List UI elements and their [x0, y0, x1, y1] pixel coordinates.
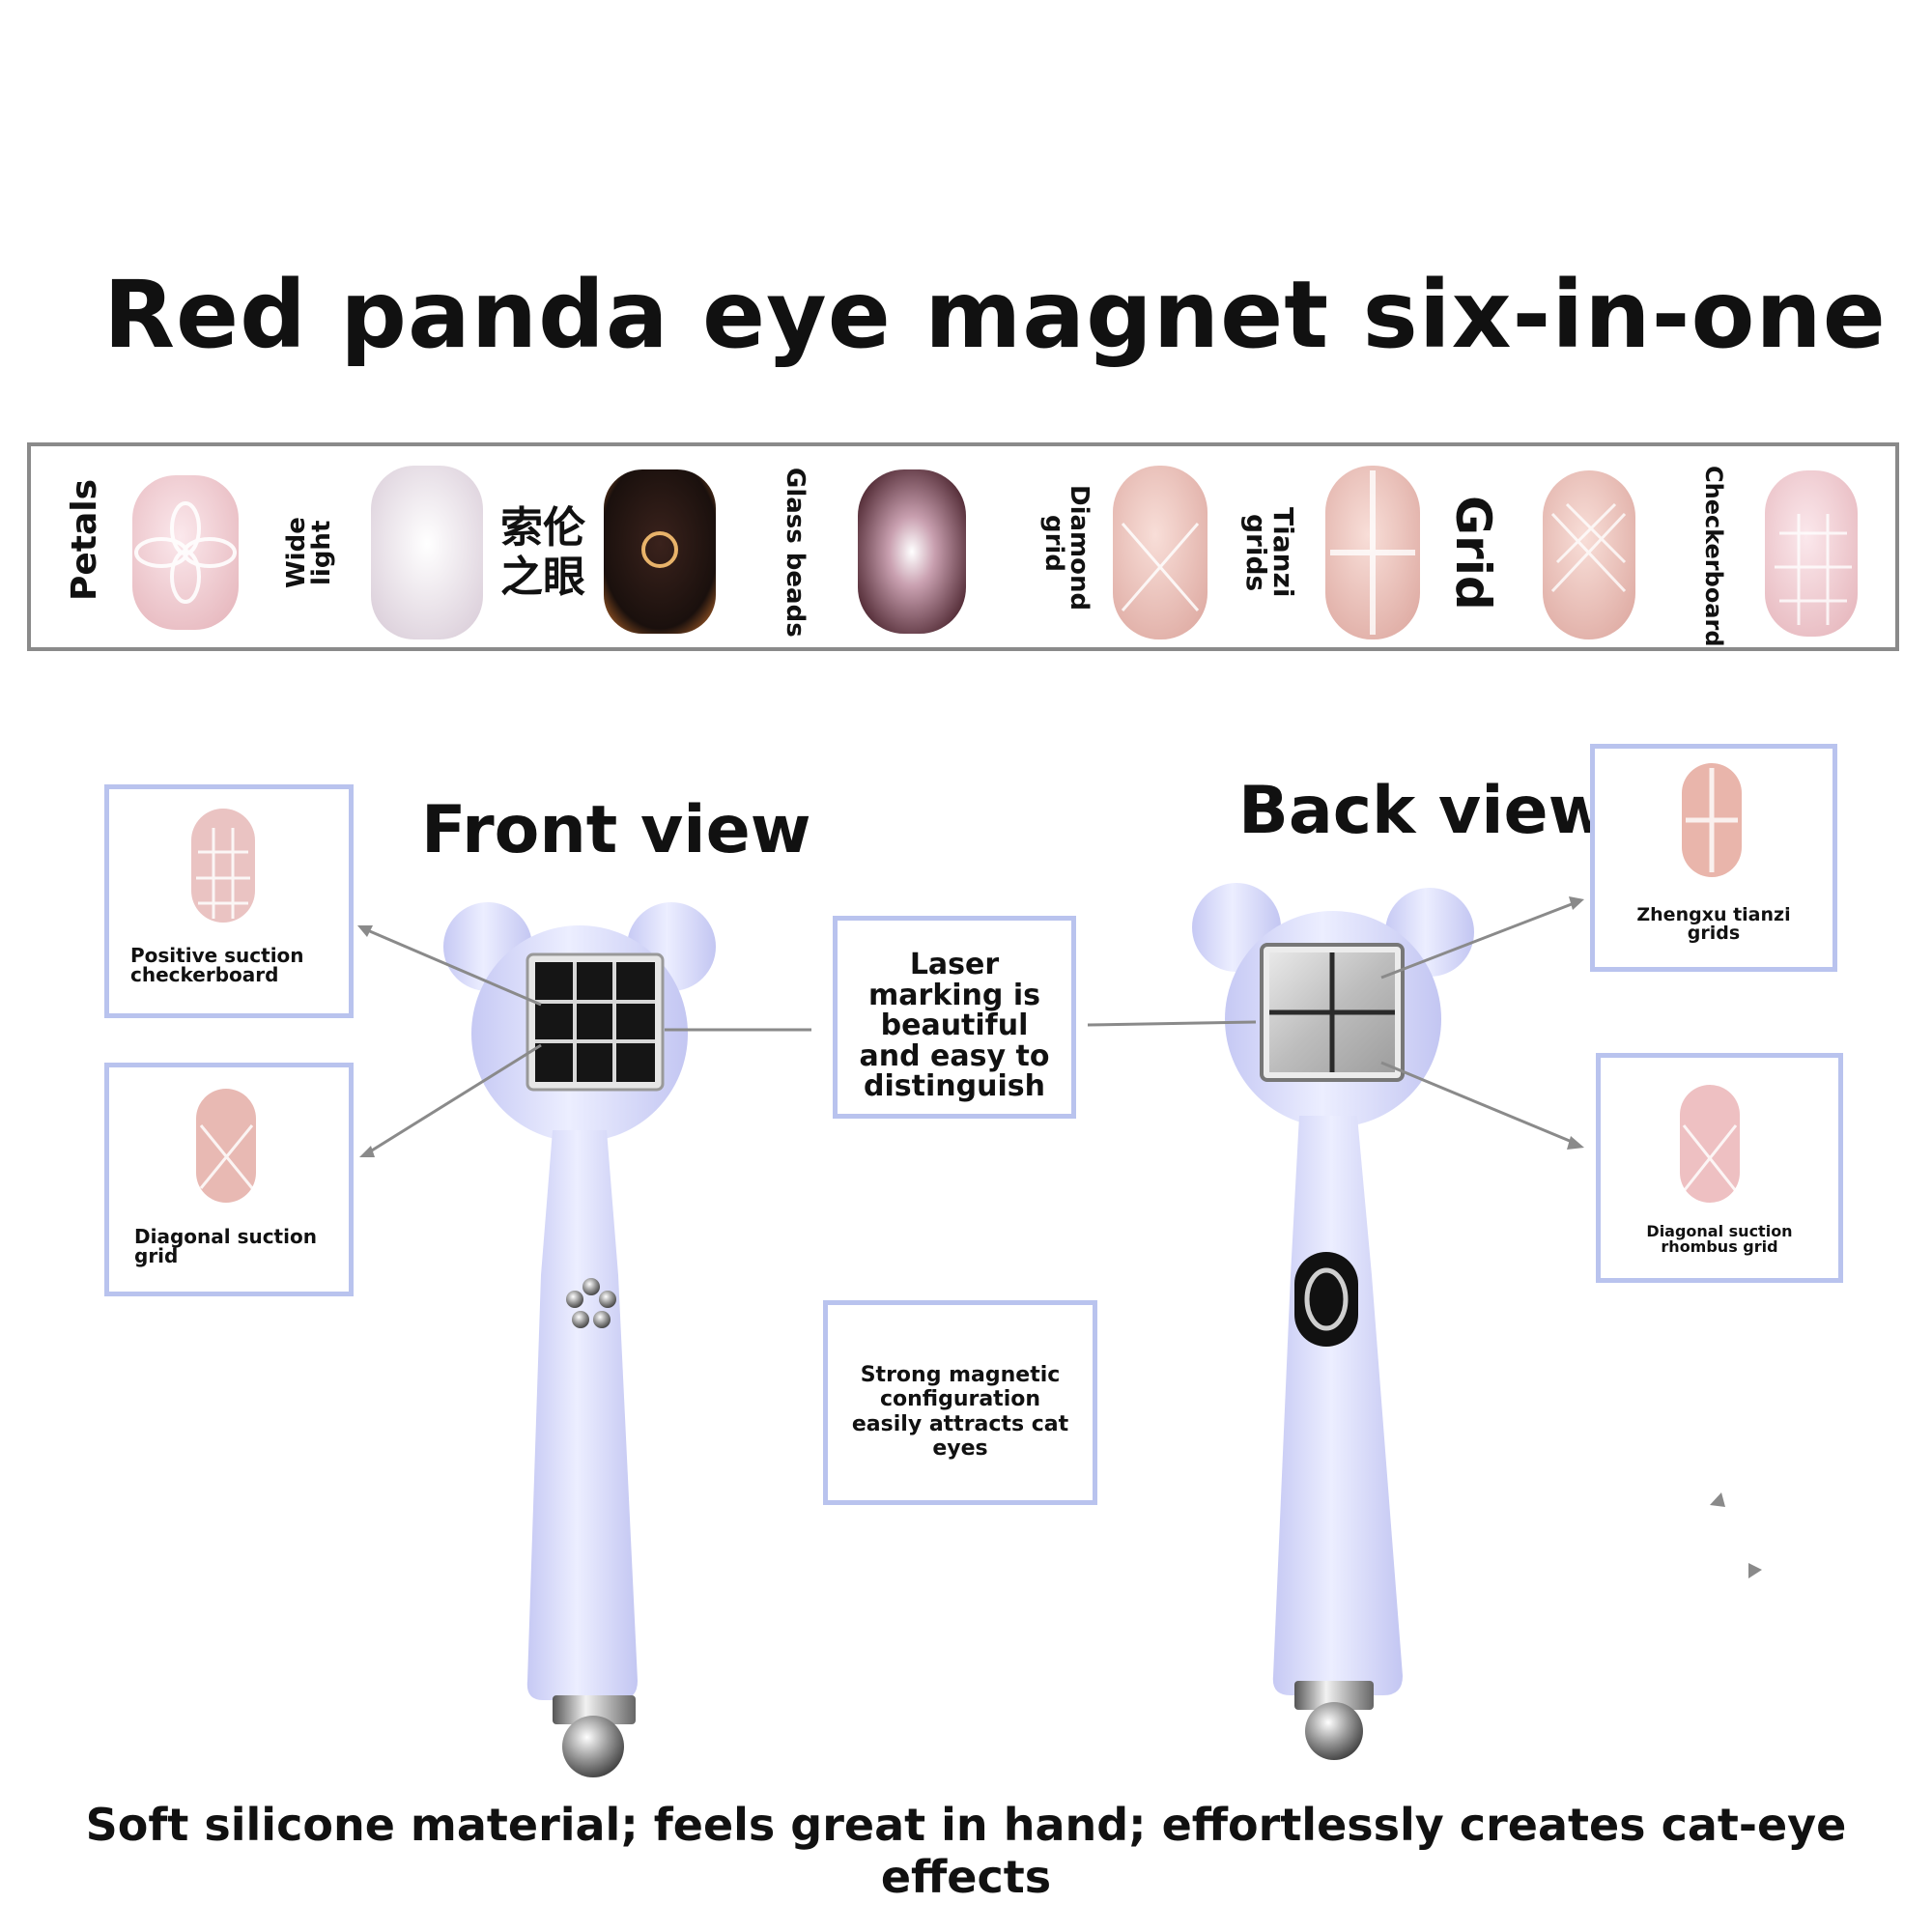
decor-arrow-icons — [1710, 1492, 1762, 1578]
label-positive-suction: Positive suction checkerboard — [130, 944, 304, 986]
callout-diagonal-rhombus: Diagonal suction rhombus grid — [1596, 1053, 1843, 1283]
label-strong-magnetic: Strong magnetic configuration easily att… — [851, 1363, 1069, 1461]
footer-caption: Soft silicone material; feels great in h… — [85, 1799, 1847, 1903]
label-diagonal-rhombus: Diagonal suction rhombus grid — [1646, 1222, 1793, 1256]
callout-zhengxu: Zhengxu tianzi grids — [1590, 744, 1837, 972]
nail-diamond-grid — [1113, 466, 1208, 639]
nail-zhengxu — [1682, 763, 1742, 877]
front-view-title: Front view — [421, 792, 811, 868]
back-view-title: Back view — [1238, 773, 1609, 849]
callout-positive-suction: Positive suction checkerboard — [104, 784, 354, 1018]
strip-label-diamond-grid: Diamond grid — [1039, 485, 1094, 611]
nail-diagonal-suction — [196, 1089, 256, 1203]
page-title: Red panda eye magnet six-in-one — [103, 261, 1887, 369]
nail-solon-eye — [604, 469, 716, 634]
nail-petals — [132, 475, 239, 630]
power-button-icon — [1294, 1252, 1358, 1347]
magnet-flower-icon — [566, 1278, 616, 1328]
nail-glass-beads — [858, 469, 966, 634]
strip-label-tianzi-grids: Tianzi grids — [1240, 507, 1299, 598]
nail-tianzi-grids — [1325, 466, 1420, 639]
nail-wide-light — [371, 466, 483, 639]
nail-positive-suction — [191, 809, 255, 923]
strip-label-solon-eye: 索伦之眼 — [500, 503, 585, 602]
nail-grid — [1543, 470, 1635, 639]
nail-checkerboard — [1765, 470, 1858, 637]
label-zhengxu: Zhengxu tianzi grids — [1636, 904, 1791, 944]
nail-diagonal-rhombus — [1680, 1085, 1740, 1203]
effects-strip: Petals Wide light 索伦之眼 Glass beads Diamo… — [27, 442, 1899, 651]
strip-label-glass-beads: Glass beads — [781, 468, 810, 638]
label-diagonal-suction: Diagonal suction grid — [134, 1225, 317, 1267]
strip-label-grid: Grid — [1445, 495, 1501, 611]
leader-lines — [357, 896, 1584, 1157]
front-tool — [443, 902, 716, 1777]
callout-strong-magnetic: Strong magnetic configuration easily att… — [823, 1300, 1097, 1505]
strip-nails — [132, 466, 1858, 639]
callout-diagonal-suction: Diagonal suction grid — [104, 1063, 354, 1296]
strip-label-checkerboard: Checkerboard — [1700, 466, 1727, 647]
back-tool — [1192, 883, 1474, 1760]
label-laser: Laser marking is beautiful and easy to d… — [859, 948, 1050, 1103]
callout-laser: Laser marking is beautiful and easy to d… — [833, 916, 1076, 1119]
